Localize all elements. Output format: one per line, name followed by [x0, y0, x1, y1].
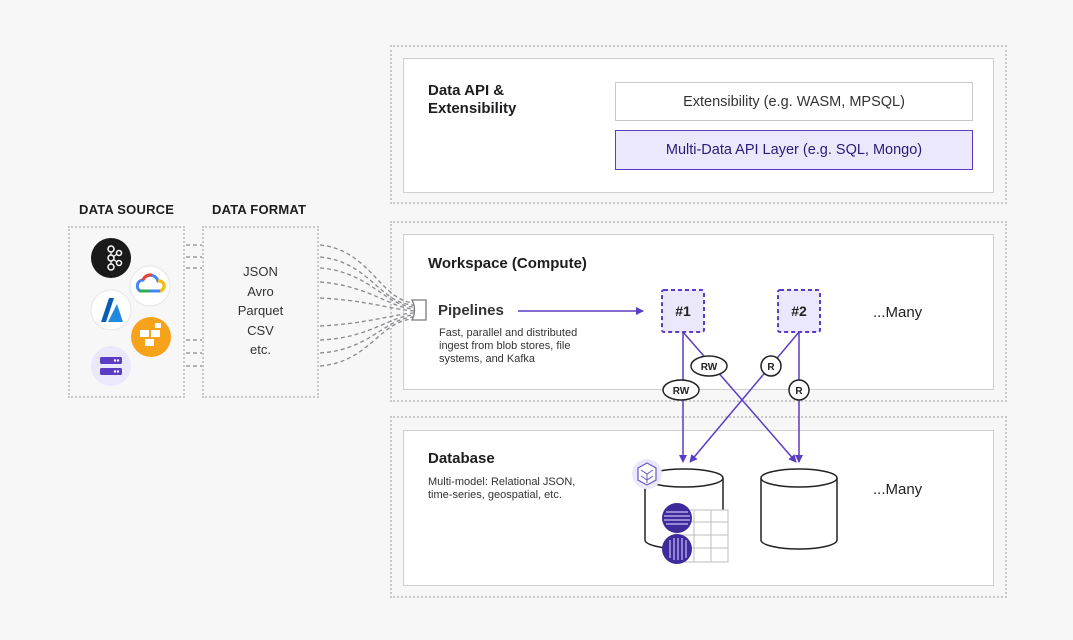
data-source-heading: DATA SOURCE — [79, 202, 175, 217]
pipelines-description: Fast, parallel and distributed ingest fr… — [439, 327, 578, 365]
multi-data-api-layer: Multi-Data API Layer (e.g. SQL, Mongo) — [615, 130, 973, 170]
google-cloud-icon — [129, 265, 171, 307]
format-pipeline-connectors — [319, 244, 415, 367]
badge-rw-upper: RW — [690, 355, 728, 377]
format-avro: Avro — [247, 283, 274, 299]
compute-node-1-label: #1 — [675, 303, 691, 319]
data-format-heading: DATA FORMAT — [212, 202, 307, 217]
workspace-title: Workspace (Compute) — [428, 255, 587, 272]
kafka-icon — [91, 238, 131, 278]
hadoop-icon — [131, 317, 171, 357]
compute-db-connections — [679, 331, 803, 463]
format-parquet: Parquet — [237, 303, 284, 318]
format-etc: etc. — [250, 342, 271, 357]
database-many: ...Many — [873, 481, 923, 498]
database-description: Multi-model: Relational JSON, time-serie… — [428, 476, 576, 501]
database-region — [390, 416, 1007, 598]
format-csv: CSV — [247, 322, 274, 338]
api-region — [390, 45, 1007, 204]
server-icon — [91, 346, 131, 386]
pipeline-funnel-icon — [410, 299, 427, 321]
svg-text:R: R — [795, 386, 803, 397]
badge-r-lower: R — [788, 379, 810, 401]
extensibility-layer: Extensibility (e.g. WASM, MPSQL) — [615, 82, 973, 121]
svg-text:R: R — [767, 362, 775, 373]
data-format-box — [202, 226, 319, 398]
database-title: Database — [428, 450, 495, 467]
timeseries-disc-icon — [662, 534, 692, 564]
badge-r-upper: R — [760, 355, 782, 377]
azure-icon — [90, 289, 132, 331]
svg-text:RW: RW — [701, 362, 718, 373]
svg-text:RW: RW — [673, 386, 690, 397]
pipelines-title: Pipelines — [438, 302, 504, 319]
api-title: Data API & Extensibility — [428, 82, 517, 117]
singlestore-icon — [632, 459, 662, 489]
api-panel — [403, 58, 994, 193]
format-json: JSON — [243, 264, 278, 279]
badge-rw-lower: RW — [662, 379, 700, 401]
json-disc-icon — [662, 503, 692, 533]
source-format-connectors — [186, 244, 202, 367]
compute-node-2-label: #2 — [791, 303, 807, 319]
workspace-many: ...Many — [873, 304, 923, 321]
format-list: JSON Avro Parquet CSV etc. — [202, 262, 319, 360]
workspace-region — [390, 221, 1007, 402]
database-cylinder-2 — [760, 468, 838, 550]
